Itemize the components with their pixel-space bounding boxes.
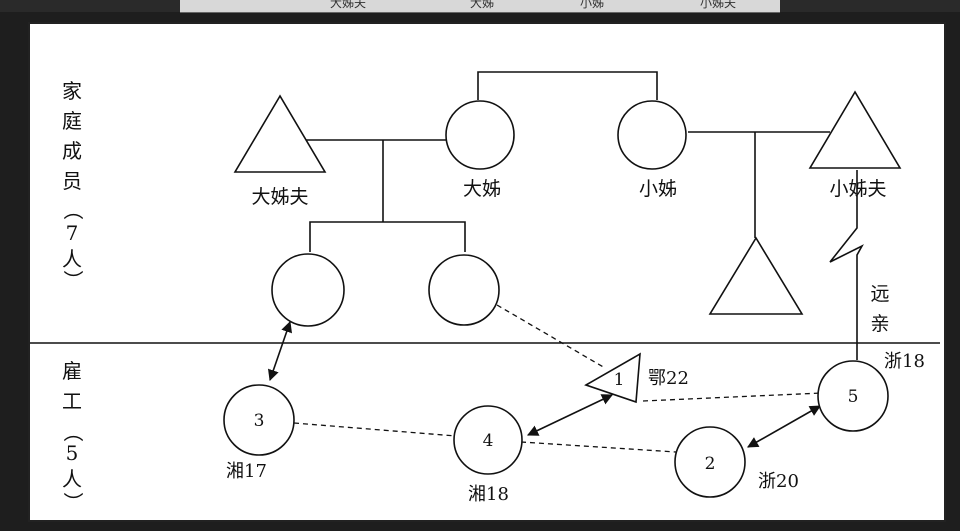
cropped-cell-1: 大姊夫	[330, 0, 367, 10]
family-label-char: ）	[61, 270, 85, 290]
elder-sister-circle	[445, 100, 515, 170]
worker-5-origin: 浙18	[884, 351, 925, 372]
distant-relative-line	[829, 170, 864, 360]
family-label-char: 人	[62, 247, 82, 271]
workers-label-char: 雇	[62, 359, 82, 383]
brother-in-law-triangle	[233, 94, 327, 173]
dashed-relations	[293, 304, 823, 453]
worker-5-circle	[817, 360, 889, 432]
workers-label-char: 工	[62, 389, 82, 413]
family-members-label: 家 庭 成 员 （ 7 人 ）	[61, 79, 85, 290]
worker-2-number: 2	[705, 454, 716, 474]
family-lines	[303, 71, 864, 360]
family-label-char: 员	[62, 169, 82, 193]
worker-5-number: 5	[848, 387, 859, 407]
family-label-char: 庭	[62, 109, 82, 133]
family-label-char: （	[61, 200, 85, 220]
younger-brother-in-law-triangle	[808, 90, 902, 169]
worker-2-origin: 浙20	[758, 471, 799, 492]
label-distant-char-2: 亲	[870, 313, 889, 335]
family-label-char: 成	[62, 139, 82, 163]
label-da-zi-fu: 大姊夫	[251, 186, 308, 208]
arrows	[267, 320, 821, 448]
family-label-char: 7	[66, 221, 79, 245]
worker-1-origin: 鄂22	[648, 368, 689, 389]
workers-label: 雇 工 （ 5 人 ）	[61, 359, 85, 512]
child-circle-right	[428, 254, 500, 326]
cropped-cell-4: 小姊夫	[700, 0, 737, 10]
worker-4-number: 4	[483, 431, 494, 451]
workers-label-char: 5	[66, 441, 79, 465]
children-bar-left	[309, 221, 466, 252]
worker-4-origin: 湘18	[468, 484, 509, 505]
workers-label-char: （	[61, 422, 85, 442]
worker-1-number: 1	[614, 370, 625, 390]
worker-1-triangle	[584, 352, 641, 404]
worker-3-number: 3	[254, 411, 265, 431]
child-triangle	[708, 236, 804, 315]
worker-3-origin: 湘17	[226, 461, 267, 482]
cropped-cell-2: 大姊	[470, 0, 495, 10]
worker-4-circle	[453, 405, 523, 475]
younger-sister-circle	[617, 100, 687, 170]
workers-label-char: 人	[62, 467, 82, 491]
label-xiao-zi-fu: 小姊夫	[829, 178, 886, 200]
family-label-char: 家	[62, 79, 82, 103]
workers-label-char: ）	[61, 492, 85, 512]
cropped-cell-3: 小姊	[580, 0, 605, 10]
child-circle-left	[271, 253, 345, 327]
worker-2-circle	[674, 426, 746, 498]
cropped-table-fragment: 大姊夫 大姊 小姊 小姊夫	[180, 0, 780, 13]
label-xiao-zi: 小姊	[639, 178, 677, 200]
worker-3-circle	[223, 384, 295, 456]
label-distant-char-1: 远	[870, 283, 889, 305]
top-cropped-strip: 大姊夫 大姊 小姊 小姊夫	[0, 0, 960, 13]
label-da-zi: 大姊	[463, 178, 501, 200]
sibling-line	[477, 71, 658, 100]
